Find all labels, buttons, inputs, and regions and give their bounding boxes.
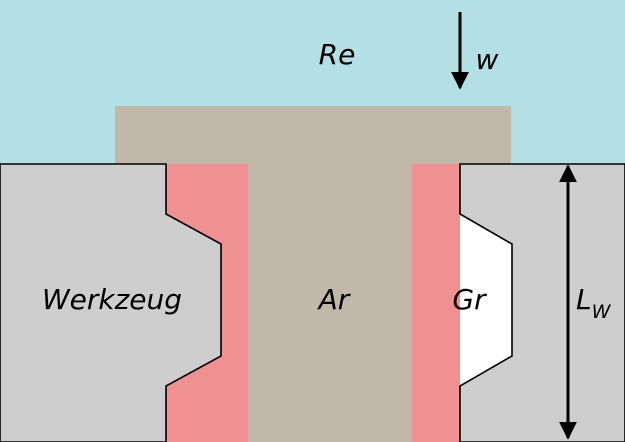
workpiece-label: Ar [317, 283, 351, 316]
length-label-main: L [576, 283, 592, 316]
workpiece-head [115, 106, 511, 166]
tool-right [459, 163, 625, 442]
gap-label: Gr [452, 283, 487, 316]
reservoir-label: Re [319, 38, 356, 71]
velocity-label: w [476, 43, 499, 76]
gap-right [412, 164, 460, 442]
workpiece-shank [248, 164, 412, 442]
length-label: LW [576, 283, 612, 323]
tool-label: Werkzeug [42, 283, 182, 316]
tool-left [0, 163, 222, 442]
length-label-sub: W [592, 301, 612, 323]
